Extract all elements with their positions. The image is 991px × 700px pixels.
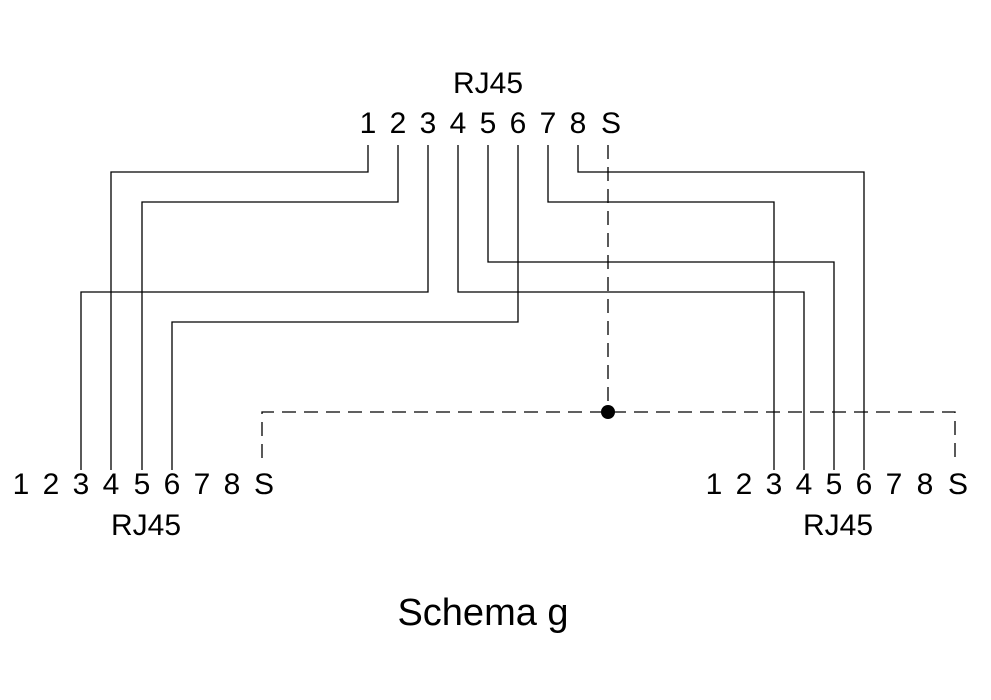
right-pin-s: S [948,468,968,501]
top-pin-5: 5 [480,107,497,140]
top-pin-2: 2 [390,107,407,140]
wire-top6-left6 [171,145,519,470]
right-pin-1: 1 [706,468,723,501]
top-pin-6: 6 [510,107,527,140]
wire-top2-left5 [141,145,399,470]
left-pin-5: 5 [134,468,151,501]
diagram-title: Schema g [397,592,568,634]
left-pin-4: 4 [103,468,120,501]
wire-top8-right6 [577,145,865,470]
wire-top3-left3 [80,145,429,470]
left-connector-pins: 1 2 3 4 5 6 7 8 S [13,468,274,501]
left-pin-1: 1 [13,468,30,501]
left-pin-8: 8 [224,468,241,501]
left-connector-label: RJ45 [111,509,181,542]
right-pin-2: 2 [736,468,753,501]
left-pin-s: S [254,468,274,501]
top-pin-s: S [601,107,621,140]
right-pin-5: 5 [826,468,843,501]
left-pin-6: 6 [164,468,181,501]
top-pin-4: 4 [450,107,467,140]
wire-top7-right3 [547,145,775,470]
right-pin-6: 6 [856,468,873,501]
wire-top5-right5 [487,145,835,470]
top-pin-1: 1 [360,107,377,140]
right-pin-4: 4 [796,468,813,501]
right-connector-pins: 1 2 3 4 5 6 7 8 S [706,468,968,501]
top-pin-8: 8 [570,107,587,140]
top-pin-3: 3 [420,107,437,140]
right-connector-label: RJ45 [803,509,873,542]
top-pin-7: 7 [540,107,557,140]
right-pin-3: 3 [766,468,783,501]
wire-top4-right4 [457,145,805,470]
left-pin-2: 2 [43,468,60,501]
wire-top1-left4 [110,145,369,470]
shield-junction-dot [601,405,615,419]
right-pin-7: 7 [886,468,903,501]
top-connector-pins: 1 2 3 4 5 6 7 8 S [360,107,621,140]
right-pin-8: 8 [917,468,934,501]
top-connector-label: RJ45 [453,67,523,100]
left-pin-3: 3 [73,468,90,501]
left-pin-7: 7 [194,468,211,501]
shield-bus [261,411,956,458]
